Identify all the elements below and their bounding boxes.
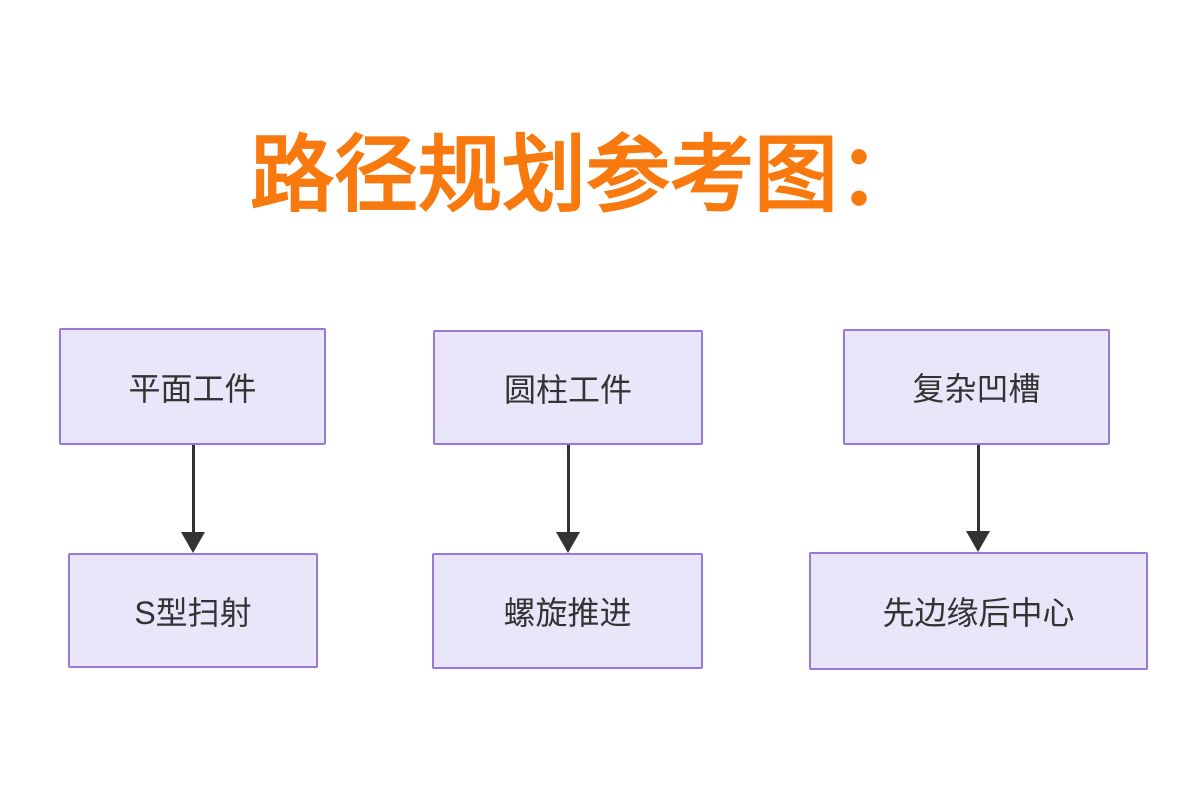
arrow-head-icon — [966, 531, 990, 552]
arrow-head-icon — [181, 532, 205, 553]
page-title: 路径规划参考图： — [249, 128, 922, 222]
arrow-shaft — [976, 445, 980, 532]
arrow-shaft — [191, 445, 195, 533]
flow-node-cylindrical-workpiece: 圆柱工件 — [433, 330, 703, 445]
flow-node-flat-workpiece: 平面工件 — [59, 328, 326, 445]
flow-arrow-down — [181, 445, 205, 553]
flow-node-s-sweep: S型扫射 — [68, 553, 318, 668]
flow-node-edge-first-center-last: 先边缘后中心 — [809, 552, 1148, 670]
flow-arrow-down — [966, 445, 990, 552]
flow-arrow-down — [556, 445, 580, 553]
arrow-shaft — [566, 445, 570, 533]
arrow-head-icon — [556, 532, 580, 553]
flow-node-complex-groove: 复杂凹槽 — [843, 329, 1110, 445]
flow-node-spiral-advance: 螺旋推进 — [432, 553, 703, 669]
